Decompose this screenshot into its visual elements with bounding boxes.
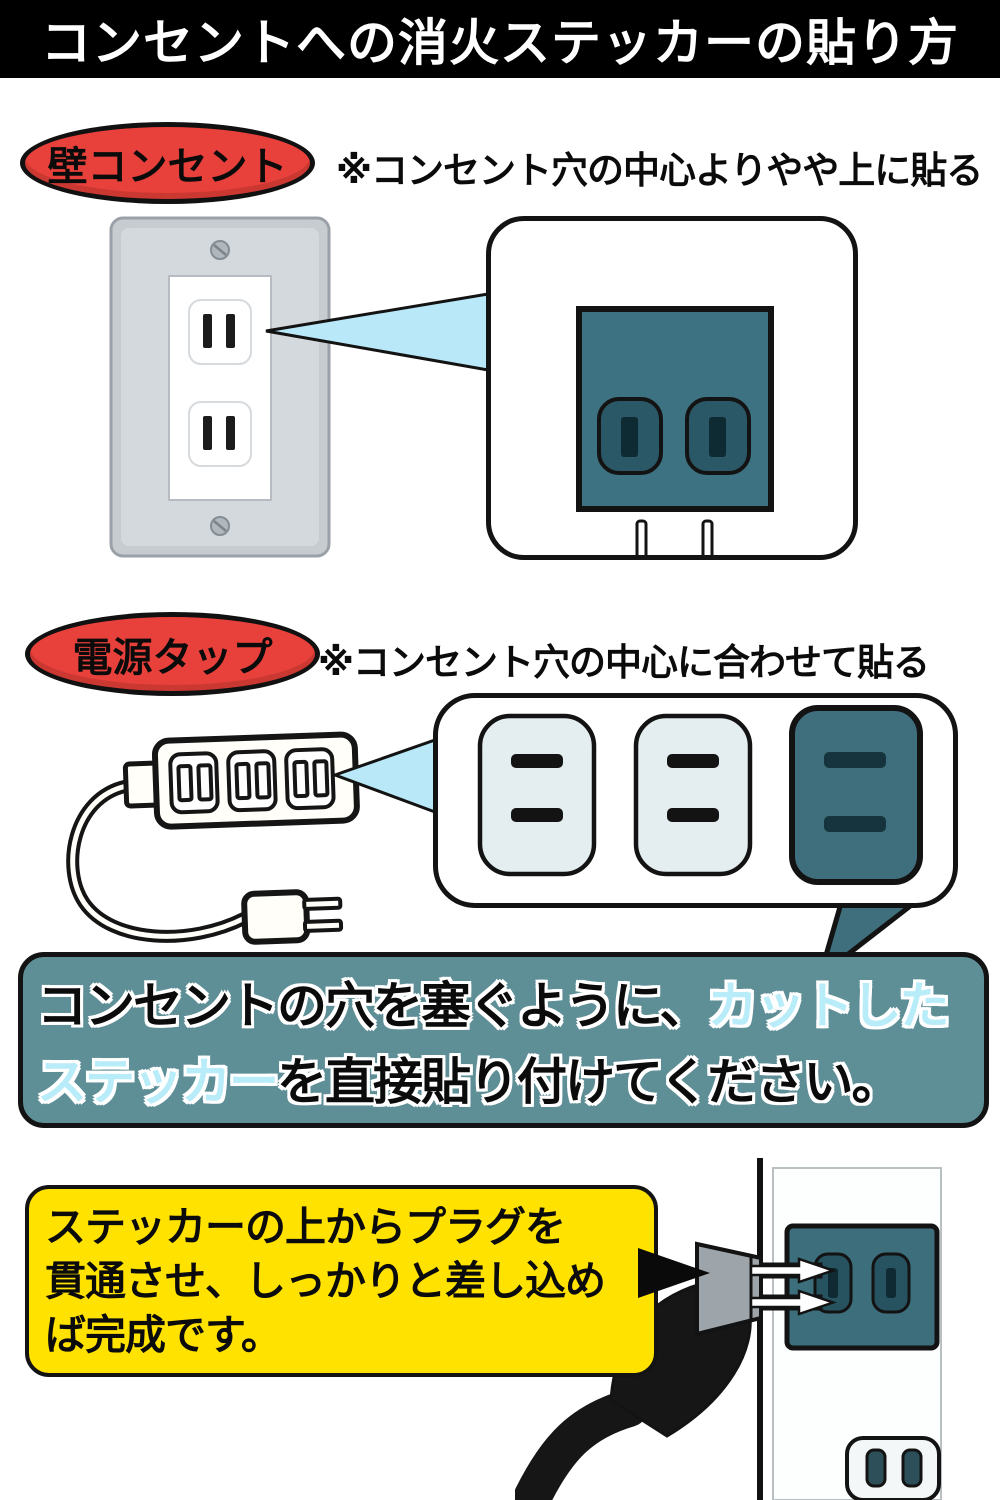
socket-bottom-slot-right — [226, 416, 235, 450]
wall-outlet-illustration — [109, 216, 331, 558]
wall-outlet-badge-label: 壁コンセント — [47, 145, 288, 189]
callout-box: コンセントの穴を塞ぐように、カットした ステッカーを直接貼り付けてください。 — [18, 952, 989, 1128]
callout-text-highlight-1: カットした — [707, 978, 950, 1034]
lower-socket-slot-peek-right — [701, 519, 714, 555]
power-strip-note: ※コンセント穴の中心に合わせて貼る — [318, 642, 930, 683]
plug-cable — [515, 1389, 648, 1500]
page-title: コンセントへの消火ステッカーの貼り方 — [41, 15, 959, 71]
zoom-socket-2 — [633, 713, 753, 877]
socket-top — [188, 299, 252, 365]
instruction-line-1: ステッカーの上からプラグを — [45, 1203, 566, 1250]
insert-arrow-bottom-icon — [749, 1289, 837, 1316]
socket-top-slot-right — [226, 314, 235, 348]
strip-plug — [241, 889, 311, 945]
strip-plug-prong-bottom — [302, 918, 344, 933]
fire-sticker — [789, 705, 923, 885]
sticker-on-strip — [477, 705, 923, 885]
title-banner: コンセントへの消火ステッカーの貼り方 — [0, 0, 1000, 78]
plug-insertion-illustration — [515, 1158, 958, 1500]
callout-text-black-2: を直接貼り付けてください。 — [277, 1054, 901, 1110]
callout-line-2: ステッカーを直接貼り付けてください。 — [37, 1042, 984, 1114]
instruction-box: ステッカーの上からプラグを 貫通させ、しっかりと差し込め ば完成です。 — [25, 1185, 658, 1377]
plug-head — [695, 1241, 763, 1337]
zoom-arrow-icon — [265, 292, 490, 372]
power-strip-badge-label: 電源タップ — [72, 636, 273, 680]
strip-plug-prong-top — [302, 896, 343, 911]
socket-bottom — [188, 401, 252, 467]
lower-socket-slot-peek-left — [635, 519, 648, 555]
strip-socket-3 — [284, 747, 336, 811]
fire-sticker — [784, 1223, 940, 1351]
zoom-arrow-icon — [332, 737, 437, 815]
socket-bottom-slot-left — [203, 416, 212, 450]
callout-text-highlight-2: ステッカー — [37, 1054, 279, 1110]
callout-text-black-1: コンセントの穴を塞ぐように、 — [37, 978, 709, 1034]
wall-outlet-badge: 壁コンセント — [20, 122, 315, 204]
wall-outlet-zoom-view — [486, 216, 858, 560]
socket-top-slot-left — [203, 314, 212, 348]
strip-socket-2 — [226, 749, 278, 813]
arrow-right-icon — [638, 1248, 710, 1298]
power-strip-zoom-view — [433, 693, 958, 908]
wall-outlet-note: ※コンセント穴の中心よりやや上に貼る — [336, 150, 983, 191]
power-strip-illustration — [66, 731, 360, 945]
insert-arrow-top-icon — [749, 1257, 837, 1284]
strip-socket-1 — [168, 751, 220, 815]
callout-line-1: コンセントの穴を塞ぐように、カットした — [37, 966, 984, 1038]
lower-socket — [845, 1436, 941, 1500]
instruction-line-2: 貫通させ、しっかりと差し込め — [45, 1257, 606, 1304]
zoom-socket-3-stickered — [789, 705, 923, 885]
zoom-socket-1 — [477, 713, 597, 877]
sticker-on-wall-outlet — [576, 306, 774, 555]
instruction-line-3: ば完成です。 — [45, 1312, 282, 1359]
power-strip-badge: 電源タップ — [25, 612, 320, 696]
